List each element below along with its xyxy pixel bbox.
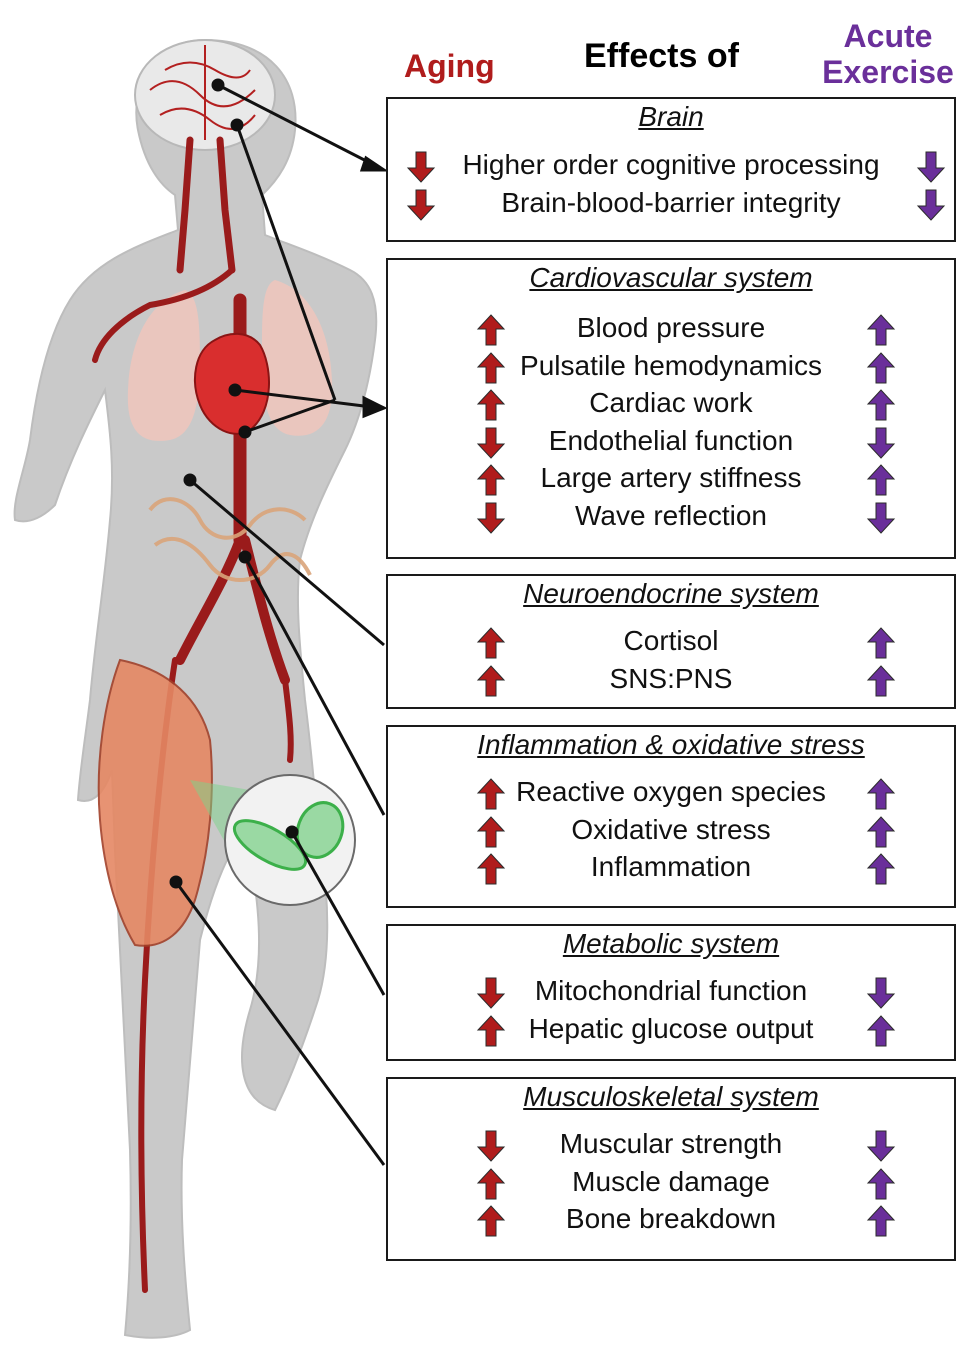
arrow-down-icon: [916, 150, 946, 184]
arrow-up-icon: [866, 626, 896, 660]
arrow-up-icon: [476, 388, 506, 422]
arrow-down-icon: [866, 1129, 896, 1163]
effect-label: Oxidative stress: [571, 814, 771, 845]
arrow-up-icon: [866, 852, 896, 886]
effect-label: Bone breakdown: [565, 1203, 777, 1234]
effect-label: Brain-blood-barrier integrity: [501, 187, 841, 218]
arrow-down-icon: [476, 1129, 506, 1163]
arrow-down-icon: [476, 501, 506, 535]
effect-label: Reactive oxygen species: [516, 776, 826, 807]
effect-label: Large artery stiffness: [540, 462, 802, 493]
arrow-up-icon: [476, 1014, 506, 1048]
arrow-up-icon: [476, 852, 506, 886]
acute-exercise-header: Acute Exercise: [822, 18, 954, 90]
system-title: Cardiovascular system: [529, 262, 813, 293]
body-silhouette: [13, 38, 378, 1339]
effect-label: Wave reflection: [575, 500, 767, 531]
system-title: Inflammation & oxidative stress: [477, 729, 865, 760]
arrow-up-icon: [476, 351, 506, 385]
thigh-muscle: [97, 658, 213, 947]
effect-label: Muscular strength: [559, 1128, 783, 1159]
effect-label: Cardiac work: [589, 387, 753, 418]
arrow-down-icon: [916, 188, 946, 222]
arrow-up-icon: [476, 313, 506, 347]
system-title: Metabolic system: [562, 928, 780, 959]
brain: [134, 39, 276, 151]
effect-label: Blood pressure: [576, 312, 766, 343]
effect-label: Pulsatile hemodynamics: [520, 350, 822, 381]
arrow-up-icon: [866, 313, 896, 347]
arrow-down-icon: [866, 501, 896, 535]
arrow-down-icon: [866, 976, 896, 1010]
arrow-up-icon: [476, 815, 506, 849]
aging-header: Aging: [404, 48, 495, 84]
arrow-down-icon: [866, 426, 896, 460]
effect-label: Higher order cognitive processing: [462, 149, 880, 180]
arrow-up-icon: [866, 664, 896, 698]
arrow-down-icon: [476, 426, 506, 460]
system-title: Musculoskeletal system: [523, 1081, 819, 1112]
arrow-up-icon: [866, 1204, 896, 1238]
effect-label: Mitochondrial function: [534, 975, 808, 1006]
effects-of-header: Effects of: [584, 37, 739, 75]
system-title: Neuroendocrine system: [523, 578, 819, 609]
arrow-up-icon: [866, 351, 896, 385]
arrow-up-icon: [476, 1167, 506, 1201]
arrow-up-icon: [476, 664, 506, 698]
arrow-up-icon: [476, 626, 506, 660]
effect-label: SNS:PNS: [609, 663, 733, 694]
effect-label: Endothelial function: [548, 425, 794, 456]
arrow-up-icon: [476, 463, 506, 497]
connector-lines: [169, 78, 389, 1166]
arrow-up-icon: [866, 463, 896, 497]
arrow-up-icon: [866, 1167, 896, 1201]
arrow-up-icon: [866, 388, 896, 422]
intestines: [148, 497, 312, 582]
effect-label: Hepatic glucose output: [528, 1013, 814, 1044]
arrow-down-icon: [476, 976, 506, 1010]
arrow-up-icon: [866, 1014, 896, 1048]
effect-label: Cortisol: [623, 625, 719, 656]
arrow-up-icon: [866, 777, 896, 811]
effect-label: Inflammation: [590, 851, 752, 882]
arrow-down-icon: [406, 188, 436, 222]
arrow-up-icon: [476, 777, 506, 811]
effect-label: Muscle damage: [572, 1166, 770, 1197]
system-title: Brain: [638, 101, 704, 132]
arrow-up-icon: [476, 1204, 506, 1238]
arrow-down-icon: [406, 150, 436, 184]
mitochondria-inset: [190, 774, 356, 906]
arrow-up-icon: [866, 815, 896, 849]
